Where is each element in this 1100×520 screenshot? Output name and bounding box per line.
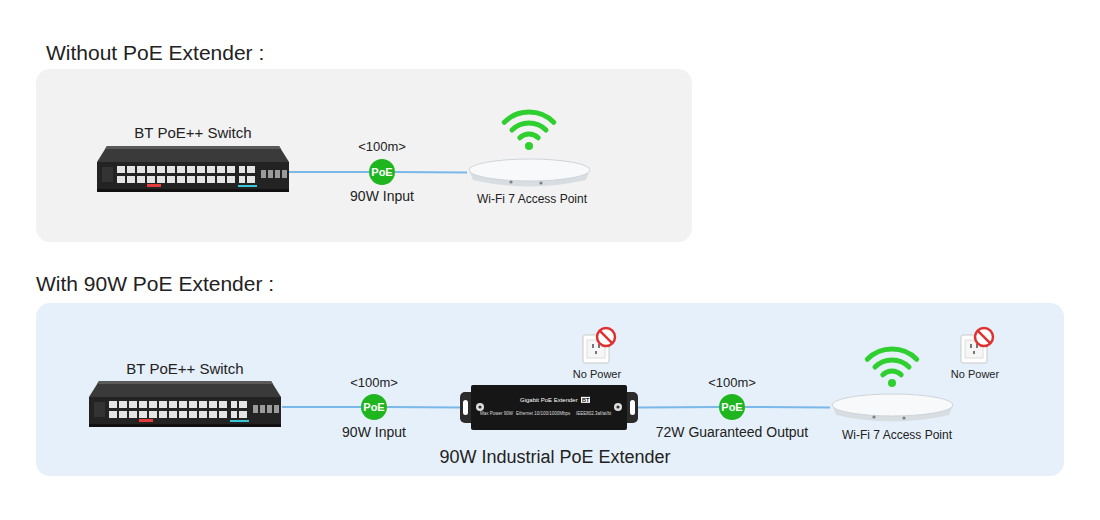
annotation-label: No Power: [951, 368, 999, 381]
connector-line: [289, 171, 369, 173]
device-print: Gigabit PoE Extender: [520, 397, 578, 404]
access-point-box: Wi-Fi 7 Access Point: [830, 390, 955, 425]
connector-line: [387, 406, 460, 409]
device-print: IEEE802.3af/at/bt: [576, 411, 611, 416]
device-print: BT: [581, 397, 590, 403]
annotation-label: No Power: [573, 368, 621, 381]
annotation-label: 72W Guaranteed Output: [656, 424, 809, 440]
device-print: Max Power 90W: [480, 411, 513, 416]
access-point-box: Wi-Fi 7 Access Point: [467, 155, 592, 190]
poe-badge: PoE: [719, 394, 745, 420]
device-caption: 90W Industrial PoE Extender: [439, 447, 670, 468]
connector-line: [638, 406, 719, 409]
device-label: Wi-Fi 7 Access Point: [842, 429, 952, 443]
panel: With 90W PoE Extender :BT PoE++ SwitchPo…: [36, 303, 1064, 476]
poe-badge: PoE: [369, 159, 395, 185]
annotation-label: 90W Input: [350, 188, 414, 204]
panel-heading: With 90W PoE Extender :: [36, 272, 274, 296]
device-print: Ethernet 10/100/1000Mbps: [516, 411, 570, 416]
badge-text: PoE: [363, 401, 384, 414]
switch-box: BT PoE++ Switch: [89, 382, 282, 432]
device-label: BT PoE++ Switch: [134, 124, 251, 141]
poe-badge: PoE: [361, 394, 387, 420]
switch-box: BT PoE++ Switch: [97, 147, 289, 197]
panel: Without PoE Extender :BT PoE++ SwitchPoE…: [36, 69, 692, 242]
connector-line: [745, 406, 830, 409]
extender-box: Gigabit PoE ExtenderBT Max Power 90WEther…: [460, 385, 638, 430]
annotation-label: <100m>: [358, 140, 406, 155]
annotation-label: <100m>: [708, 376, 756, 391]
connector-line: [395, 171, 467, 174]
annotation-label: 90W Input: [342, 424, 406, 440]
annotation-label: <100m>: [350, 376, 398, 391]
panel-heading: Without PoE Extender :: [46, 41, 264, 65]
connector-line: [282, 406, 361, 408]
device-label: Wi-Fi 7 Access Point: [477, 193, 587, 207]
badge-text: PoE: [371, 166, 392, 179]
device-label: BT PoE++ Switch: [126, 360, 243, 377]
badge-text: PoE: [721, 401, 742, 414]
